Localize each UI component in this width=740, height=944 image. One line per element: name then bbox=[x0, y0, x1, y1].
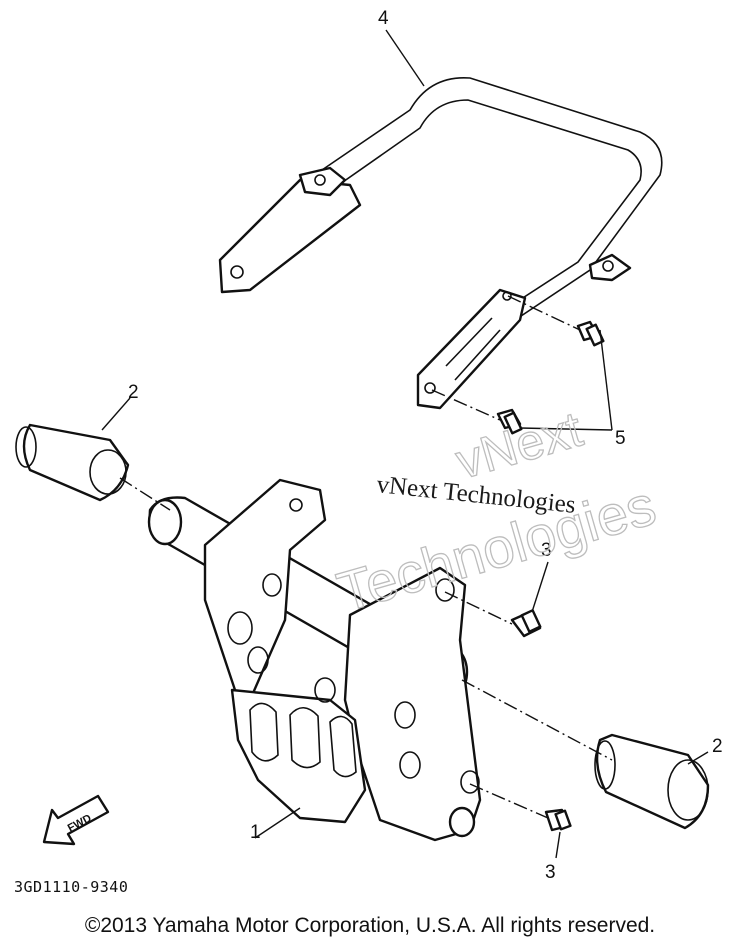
bolt-upper-part-3[interactable] bbox=[510, 609, 542, 638]
leader-lines bbox=[101, 29, 709, 859]
copyright-notice: ©2013 Yamaha Motor Corporation, U.S.A. A… bbox=[84, 914, 656, 937]
callout-3-upper: 3 bbox=[541, 540, 552, 561]
bolt-lower-part-3[interactable] bbox=[544, 808, 572, 832]
callout-2-lower: 2 bbox=[712, 736, 723, 757]
callout-5: 5 bbox=[615, 428, 626, 449]
assembly-lines bbox=[119, 295, 613, 819]
callout-1: 1 bbox=[250, 822, 261, 843]
callout-4: 4 bbox=[378, 8, 389, 29]
grab-bar-part-4[interactable] bbox=[218, 77, 663, 410]
callout-3-lower: 3 bbox=[545, 862, 556, 883]
callout-2-upper: 2 bbox=[128, 382, 139, 403]
diagram-code: 3GD1110-9340 bbox=[14, 878, 128, 896]
forward-arrow: FWD bbox=[42, 794, 110, 846]
guard-part-1[interactable] bbox=[147, 478, 482, 842]
end-cap-lower-right-part-2[interactable] bbox=[594, 733, 710, 830]
bolt-b-part-5[interactable] bbox=[496, 408, 523, 435]
watermark: vNext vNext Technologies Technologies bbox=[330, 400, 663, 624]
bolt-a-part-5[interactable] bbox=[576, 320, 605, 347]
end-cap-upper-left-part-2[interactable] bbox=[15, 423, 130, 502]
watermark-outline-top: vNext bbox=[450, 401, 588, 490]
